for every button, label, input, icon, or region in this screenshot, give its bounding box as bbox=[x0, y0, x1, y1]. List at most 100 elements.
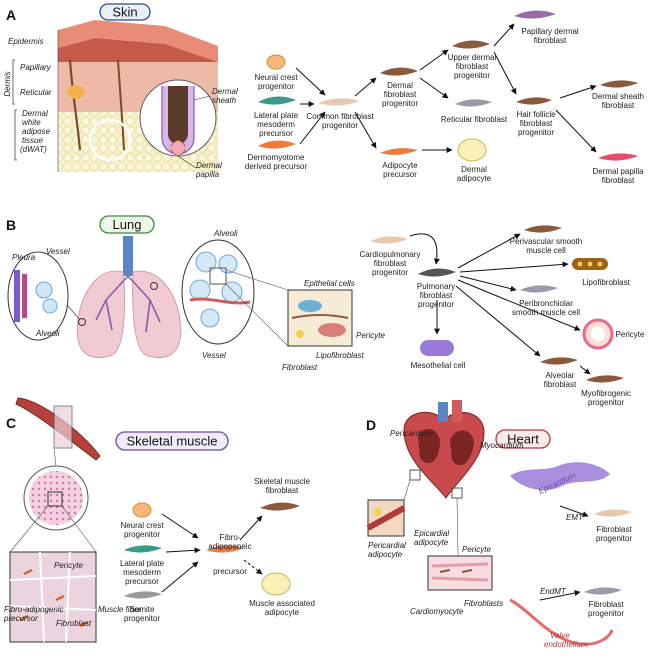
hair-follicle-fibroblast-icon bbox=[516, 97, 552, 105]
dermal-fibroblast-icon bbox=[380, 67, 418, 76]
label-pericyte: Pericyte bbox=[54, 561, 83, 570]
dermal-papilla-fibroblast-icon bbox=[598, 153, 638, 161]
lung-cell-labels: Cardiopulmonary fibroblast progenitor Pu… bbox=[360, 237, 645, 407]
myofibrogenic-label-2: progenitor bbox=[588, 398, 624, 407]
myofibrogenic-label-1: Myofibrogenic bbox=[581, 389, 631, 398]
label-dermal-papilla-2: papilla bbox=[195, 170, 220, 179]
fap-label-2: adipopeneic bbox=[208, 542, 251, 551]
fibroblast-progenitor-icon-2 bbox=[584, 587, 622, 595]
hair-follicle-label-3: progenitor bbox=[518, 128, 554, 137]
pericyte-label: Pericyte bbox=[616, 330, 645, 339]
label-dermal-papilla-1: Dermal bbox=[196, 161, 222, 170]
label-pericyte: Pericyte bbox=[356, 331, 385, 340]
label-cardiomyocyte: Cardiomyocyte bbox=[410, 607, 464, 616]
panel-title: Skeletal muscle bbox=[126, 434, 217, 449]
pulmonary-label-2: fibroblast bbox=[420, 291, 453, 300]
lateral-plate-cell-icon bbox=[258, 96, 296, 105]
panel-b: B Lung bbox=[6, 215, 645, 407]
label-epicardial-adipocyte-1: Epicardial bbox=[414, 529, 449, 538]
fibroblast-progenitor-1-label-2: progenitor bbox=[596, 534, 632, 543]
fibroblast-progenitor-2-label-2: progenitor bbox=[588, 609, 624, 618]
label-vessel-right: Vessel bbox=[202, 351, 226, 360]
panel-title: Heart bbox=[507, 432, 539, 447]
dermal-adipocyte-label-2: adipocyte bbox=[457, 174, 492, 183]
skin-cell-icons bbox=[258, 10, 638, 162]
peribronchiolar-label-1: Peribronchiolar bbox=[519, 299, 573, 308]
heart-anatomy-labels: Pericardium Myocardium Pericardial adipo… bbox=[368, 429, 588, 649]
dermal-adipocyte-icon bbox=[457, 138, 487, 162]
label-vessel-left: Vessel bbox=[46, 247, 70, 256]
dermal-papilla-fibroblast-label-1: Dermal papilla bbox=[592, 167, 644, 176]
label-fap-1: Fibro-adipogenic bbox=[4, 605, 64, 614]
mesothelial-cell-icon bbox=[420, 340, 454, 356]
muscle-cell-icons bbox=[124, 502, 300, 599]
skeletal-fibroblast-label-1: Skeletal muscle bbox=[254, 477, 311, 486]
title-pill bbox=[99, 215, 155, 234]
muscle-adipocyte-label-2: adipocyte bbox=[265, 608, 300, 617]
label-muscle-fiber: Muscle fiber bbox=[98, 605, 141, 614]
skin-cell-labels: Neural crest progenitor Lateral plate me… bbox=[245, 27, 644, 185]
upper-dermal-label-3: progenitor bbox=[454, 71, 490, 80]
common-fibroblast-icon bbox=[318, 98, 360, 106]
dermomyotome-label-2: derived precursor bbox=[245, 162, 308, 171]
hair-follicle-zoom bbox=[139, 79, 217, 169]
panel-letter: A bbox=[6, 7, 16, 23]
lung-right-zoom bbox=[181, 239, 255, 345]
fibroblast-progenitor-icon-1 bbox=[594, 509, 632, 517]
label-reticular: Reticular bbox=[20, 88, 52, 97]
neural-crest-label-2: progenitor bbox=[124, 530, 160, 539]
common-fibroblast-label-2: progenitor bbox=[322, 121, 358, 130]
papillary-dermal-label-2: fibroblast bbox=[534, 36, 567, 45]
label-valve-2: endothelium bbox=[544, 640, 588, 649]
somite-cell-icon bbox=[124, 591, 162, 599]
title-pill bbox=[99, 3, 151, 21]
label-lipofibroblast: Lipofibroblast bbox=[316, 351, 364, 360]
perivascular-label-2: muscle cell bbox=[526, 246, 566, 255]
lung-left-zoom bbox=[7, 251, 81, 341]
label-dwat-line-1: Dermal bbox=[22, 109, 48, 118]
pulmonary-label-3: progenitor bbox=[418, 300, 454, 309]
lung-anatomy-labels: Pleura Vessel Alveoli Alveoli Vessel Epi… bbox=[12, 229, 385, 372]
lateral-plate-label-1: Lateral plate bbox=[120, 559, 165, 568]
hair-follicle-label-2: fibroblast bbox=[520, 119, 553, 128]
skin-anatomy-labels: Epidermis Papillary Dermis Reticular Der… bbox=[3, 37, 238, 179]
panel-title: Lung bbox=[113, 217, 142, 232]
label-pericardium: Pericardium bbox=[390, 429, 433, 438]
upper-dermal-fibroblast-icon bbox=[452, 40, 490, 49]
lateral-plate-label-2: mesoderm bbox=[123, 568, 161, 577]
label-fibroblast: Fibroblast bbox=[282, 363, 318, 372]
common-fibroblast-label-1: Common fibroblast bbox=[306, 112, 374, 121]
panel-letter: D bbox=[366, 417, 376, 433]
label-valve-1: Valve bbox=[550, 631, 570, 640]
lateral-plate-label-3: precursor bbox=[259, 129, 293, 138]
panel-title: Skin bbox=[112, 5, 137, 20]
lung-tissue-inset bbox=[225, 269, 353, 347]
neural-crest-label-2: progenitor bbox=[258, 82, 294, 91]
label-dermis: Dermis bbox=[3, 71, 12, 96]
label-fibroblasts: Fibroblasts bbox=[464, 599, 503, 608]
cardiopulmonary-icon bbox=[370, 236, 408, 244]
perivascular-label-1: Perivascular smooth bbox=[510, 237, 582, 246]
title-pill bbox=[495, 429, 551, 449]
cardiopulmonary-label-3: progenitor bbox=[372, 268, 408, 277]
label-epithelial-cells: Epithelial cells bbox=[304, 279, 355, 288]
alveolar-label-2: fibroblast bbox=[544, 380, 577, 389]
label-emt: EMT bbox=[566, 513, 584, 522]
label-dwat-line-4: tissue bbox=[22, 136, 43, 145]
dermal-fibroblast-label-2: fibroblast bbox=[384, 90, 417, 99]
title-pill bbox=[115, 431, 229, 451]
label-pericyte: Pericyte bbox=[462, 545, 491, 554]
lateral-plate-label-1: Lateral plate bbox=[254, 111, 299, 120]
peribronchiolar-label-2: smooth muscle cell bbox=[512, 308, 580, 317]
lateral-plate-label-2: mesoderm bbox=[257, 120, 295, 129]
alveolar-label-1: Alveolar bbox=[546, 371, 575, 380]
label-epicardial-adipocyte-2: adipocyte bbox=[414, 538, 449, 547]
skeletal-fibroblast-icon bbox=[260, 502, 300, 511]
label-dwat-line-2: white bbox=[22, 118, 41, 127]
panel-c: C Skeletal muscle Pericyte Fibro-adipoge… bbox=[3, 397, 315, 643]
heart-illustration bbox=[366, 400, 614, 646]
adipocyte-precursor-icon bbox=[380, 148, 418, 155]
perivascular-smc-icon bbox=[524, 225, 562, 233]
reticular-fibroblast-icon bbox=[455, 99, 492, 107]
label-fibroblast: Fibroblast bbox=[56, 619, 92, 628]
